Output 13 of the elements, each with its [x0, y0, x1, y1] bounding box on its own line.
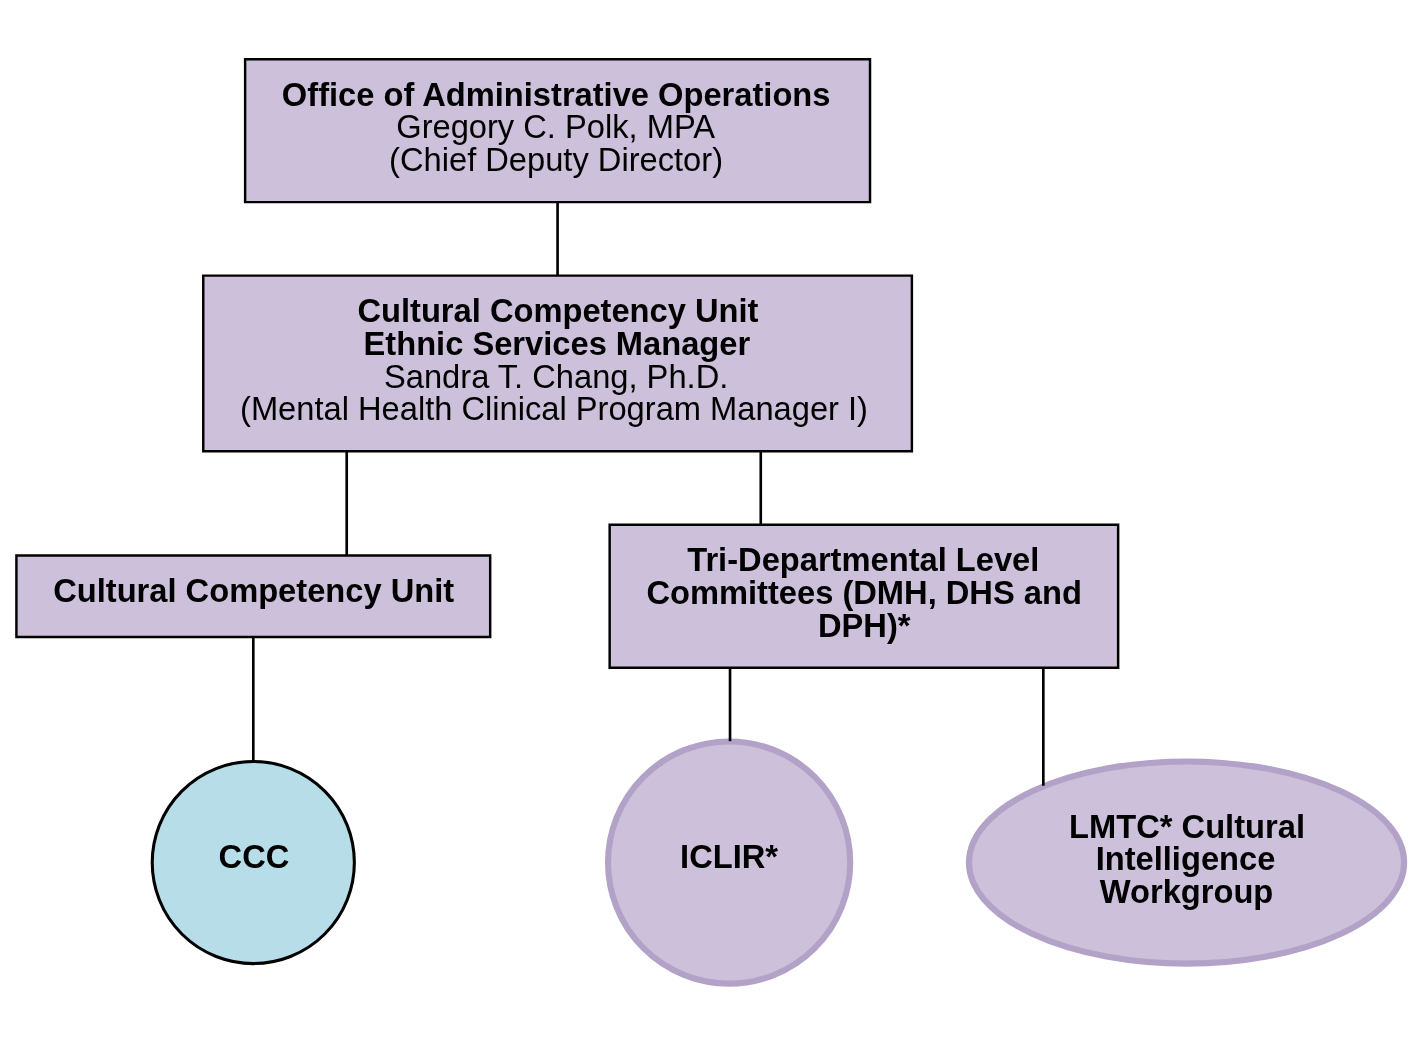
- node-box: Cultural Competency Unit: [15, 554, 492, 639]
- connector: [556, 202, 559, 276]
- connector: [345, 451, 349, 555]
- node-circle: ICLIR*: [604, 738, 854, 987]
- connector: [728, 668, 732, 742]
- node-box: Office of Administrative Operations Gregory C. Polk, MPA (Chief Deputy Director): [243, 57, 872, 204]
- node-circle: CCC: [150, 759, 356, 966]
- node-ellipse: LMTC* Cultural Intelligence Workgroup: [965, 758, 1408, 967]
- connector: [759, 451, 763, 525]
- connector: [1042, 668, 1045, 786]
- connector: [251, 637, 255, 762]
- node-box: Cultural Competency Unit Ethnic Services Manager Sandra T. Chang, Ph.D. (Mental Health Clinical Program Manager I): [202, 274, 914, 453]
- node-box: Tri-Departmental Level Committees (DMH, DHS and DPH)*: [608, 523, 1120, 669]
